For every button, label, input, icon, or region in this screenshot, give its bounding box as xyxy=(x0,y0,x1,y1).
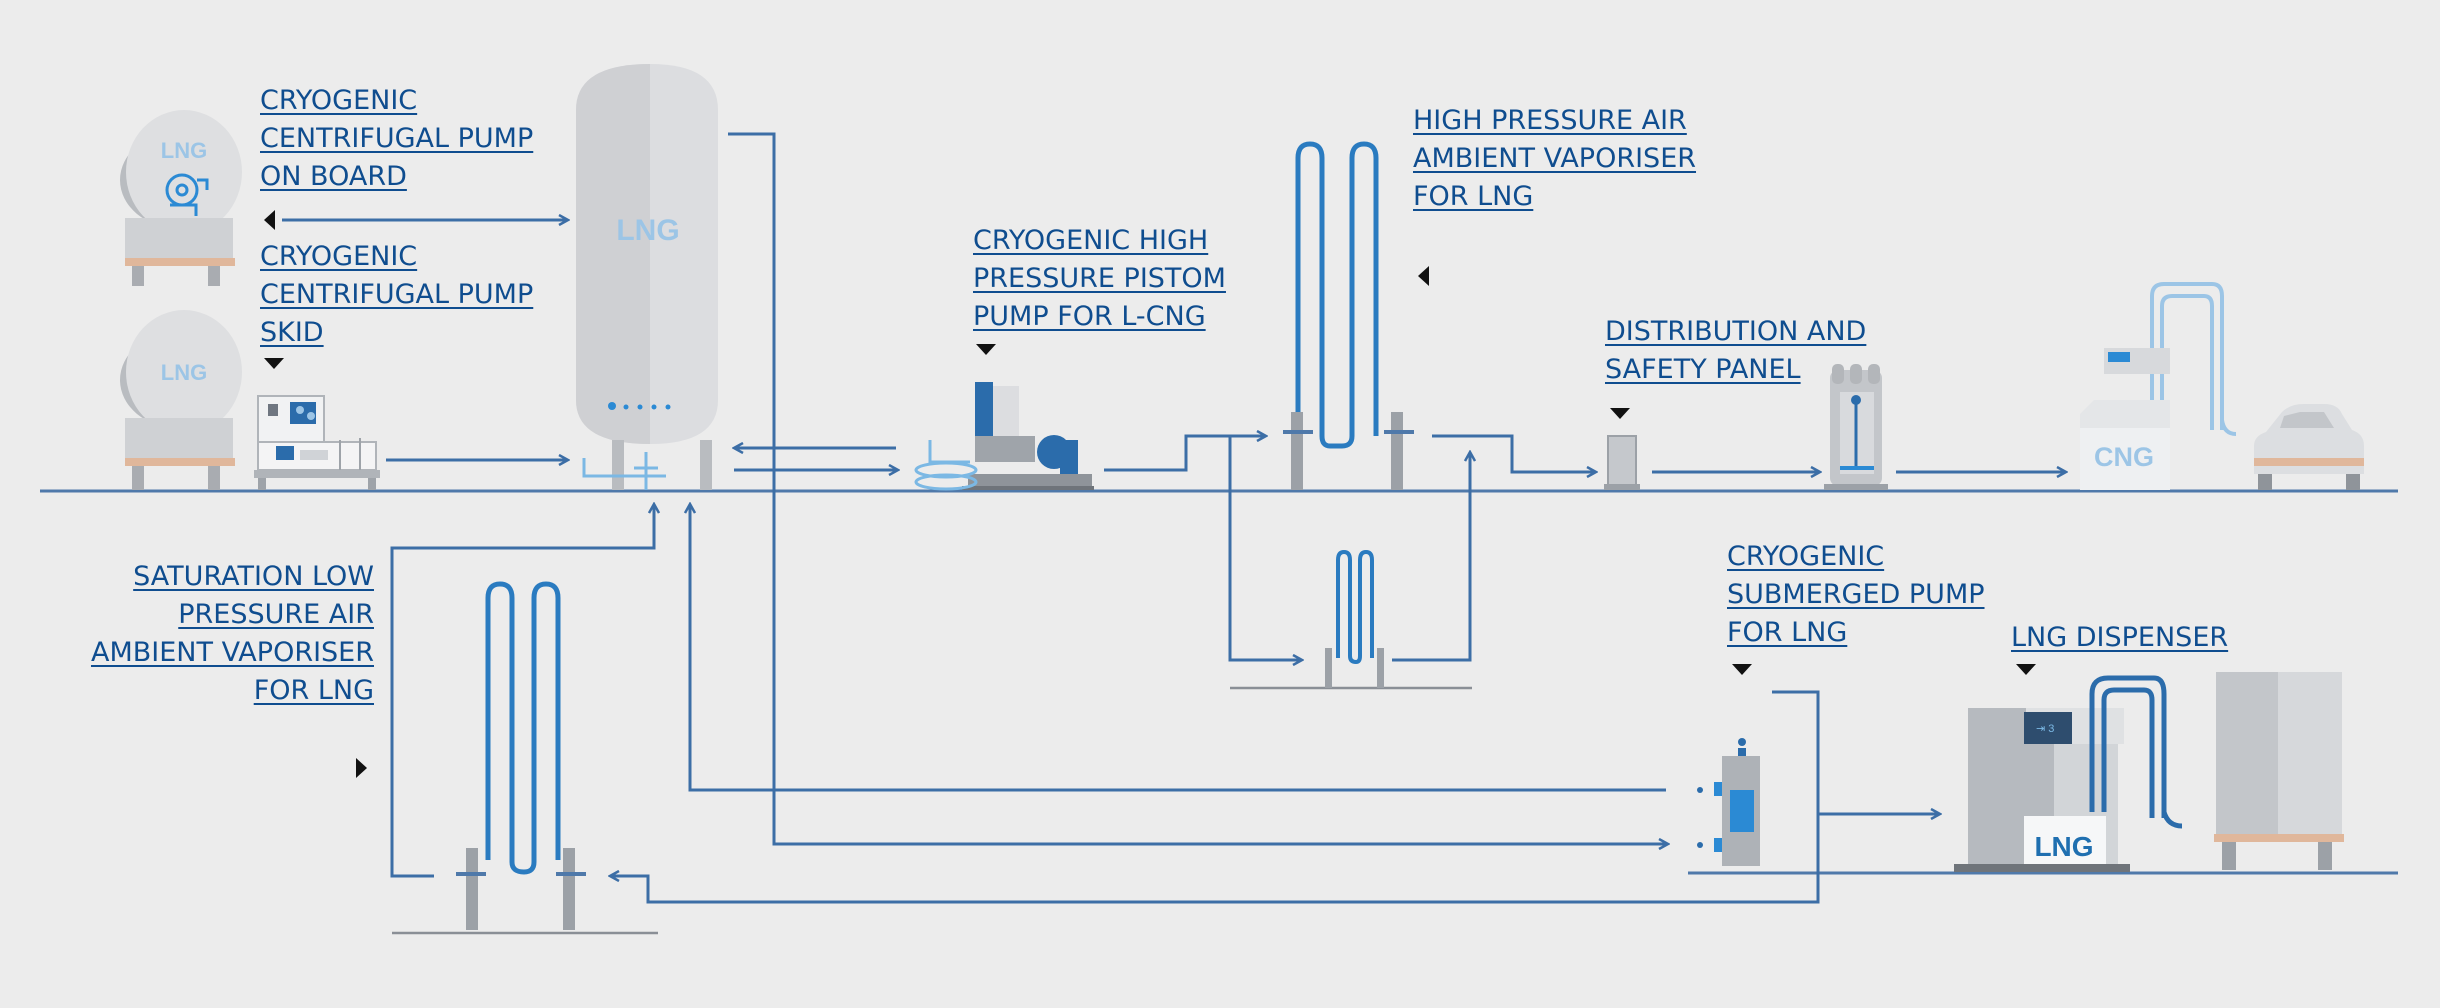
label-line: LNG DISPENSER xyxy=(2011,622,2229,653)
skid-lng-tank[interactable]: LNG xyxy=(120,310,242,490)
label-line: AMBIENT VAPORISER xyxy=(1413,143,1697,174)
lng-truck[interactable] xyxy=(2214,672,2344,870)
label-line: FOR LNG xyxy=(1727,617,1848,648)
onboard-lng-tank[interactable]: LNG xyxy=(120,110,242,286)
saturation-vaporiser-coil[interactable] xyxy=(485,581,561,875)
lng-dispenser-caret-icon[interactable] xyxy=(2016,664,2036,675)
label-line: SUBMERGED PUMP xyxy=(1727,579,1985,610)
small-vaporiser-coil[interactable] xyxy=(1336,549,1374,665)
tank-outlet-piping xyxy=(582,452,666,490)
label-line: CRYOGENIC xyxy=(260,241,418,272)
pipe-saturation-to-tank xyxy=(390,504,654,878)
cng-storage-cylinders[interactable] xyxy=(1824,364,1888,490)
skid-caret-icon[interactable] xyxy=(264,358,284,369)
saturation-caret-icon[interactable] xyxy=(356,758,367,778)
pipe-piston-to-vaporiser xyxy=(1104,436,1266,472)
label-line: ON BOARD xyxy=(260,161,407,192)
distribution-panel-box[interactable] xyxy=(1604,435,1640,490)
label-high-pressure-vaporiser[interactable]: HIGH PRESSURE AIR AMBIENT VAPORISER FOR … xyxy=(1413,102,1696,216)
label-line: CENTRIFUGAL PUMP xyxy=(260,123,534,154)
lng-dispenser-unit[interactable]: ⇥ 3 LNG xyxy=(1954,675,2183,872)
onboard-caret-icon[interactable] xyxy=(264,210,275,230)
label-cryo-high-pressure-piston[interactable]: CRYOGENIC HIGH PRESSURE PISTOM PUMP FOR … xyxy=(973,222,1226,336)
label-lng-dispenser[interactable]: LNG DISPENSER xyxy=(2011,619,2228,657)
small-vaporiser-legs xyxy=(1325,648,1384,688)
label-line: PUMP FOR L-CNG xyxy=(973,301,1206,332)
label-submerged-pump[interactable]: CRYOGENIC SUBMERGED PUMP FOR LNG xyxy=(1727,538,1985,652)
centrifugal-pump-icon xyxy=(165,173,209,216)
pipe-tank-to-submerged xyxy=(728,132,1668,844)
label-line: CRYOGENIC xyxy=(260,85,418,116)
submerged-caret-icon[interactable] xyxy=(1732,664,1752,675)
pipe-to-saturation xyxy=(610,876,1818,904)
hp-vaporiser-coil[interactable] xyxy=(1295,141,1379,449)
distribution-caret-icon[interactable] xyxy=(1610,408,1630,419)
label-line: CRYOGENIC HIGH xyxy=(973,225,1209,256)
svg-text:⇥ 3: ⇥ 3 xyxy=(2036,723,2054,735)
submerged-pump[interactable] xyxy=(1697,738,1760,866)
pipe-submerged-return xyxy=(690,504,1666,792)
lng-storage-tank[interactable]: LNG xyxy=(576,64,718,490)
ground-lines xyxy=(40,489,2398,935)
label-line: CENTRIFUGAL PUMP xyxy=(260,279,534,310)
label-line: FOR LNG xyxy=(1413,181,1534,212)
label-cryo-centrifugal-skid[interactable]: CRYOGENIC CENTRIFUGAL PUMP SKID xyxy=(260,238,533,352)
centrifugal-pump-skid[interactable] xyxy=(254,395,380,490)
onboard-tank-label: LNG xyxy=(161,138,207,163)
storage-tank-label: LNG xyxy=(616,214,679,247)
car[interactable] xyxy=(2254,404,2364,490)
pipe-to-small-vaporiser xyxy=(1228,436,1302,660)
lng-dispenser-label: LNG xyxy=(2034,831,2093,862)
label-line: DISTRIBUTION AND xyxy=(1605,316,1867,347)
label-cryo-centrifugal-onboard[interactable]: CRYOGENIC CENTRIFUGAL PUMP ON BOARD xyxy=(260,82,533,196)
label-line: PRESSURE AIR xyxy=(178,599,374,630)
piston-caret-icon[interactable] xyxy=(976,344,996,355)
pipe-submerged-loop xyxy=(646,690,1820,904)
label-line: SAFETY PANEL xyxy=(1605,354,1801,385)
saturation-vaporiser-legs xyxy=(456,848,586,930)
skid-tank-label: LNG xyxy=(161,360,207,385)
label-line: SKID xyxy=(260,317,324,348)
tank-level-dots xyxy=(608,402,671,410)
label-distribution-panel[interactable]: DISTRIBUTION AND SAFETY PANEL xyxy=(1605,313,1866,389)
hp-vaporiser-caret-icon[interactable] xyxy=(1418,266,1429,286)
pipe-small-vaporiser-out xyxy=(1392,452,1470,662)
hp-piston-pump[interactable] xyxy=(914,382,1094,491)
cng-dispenser-label: CNG xyxy=(2094,442,2154,472)
label-line: HIGH PRESSURE AIR xyxy=(1413,105,1687,136)
label-line: SATURATION LOW xyxy=(133,561,374,592)
label-line: FOR LNG xyxy=(253,675,374,706)
cng-dispenser[interactable]: CNG xyxy=(2080,282,2237,490)
label-line: CRYOGENIC xyxy=(1727,541,1885,572)
hp-vaporiser-legs xyxy=(1283,412,1414,490)
label-line: PRESSURE PISTOM xyxy=(973,263,1226,294)
process-pipes xyxy=(282,132,2066,904)
label-saturation-vaporiser[interactable]: SATURATION LOW PRESSURE AIR AMBIENT VAPO… xyxy=(60,558,374,710)
pump-intake-coil xyxy=(914,440,978,491)
label-line: AMBIENT VAPORISER xyxy=(90,637,374,668)
pipe-to-distribution xyxy=(1432,434,1596,472)
